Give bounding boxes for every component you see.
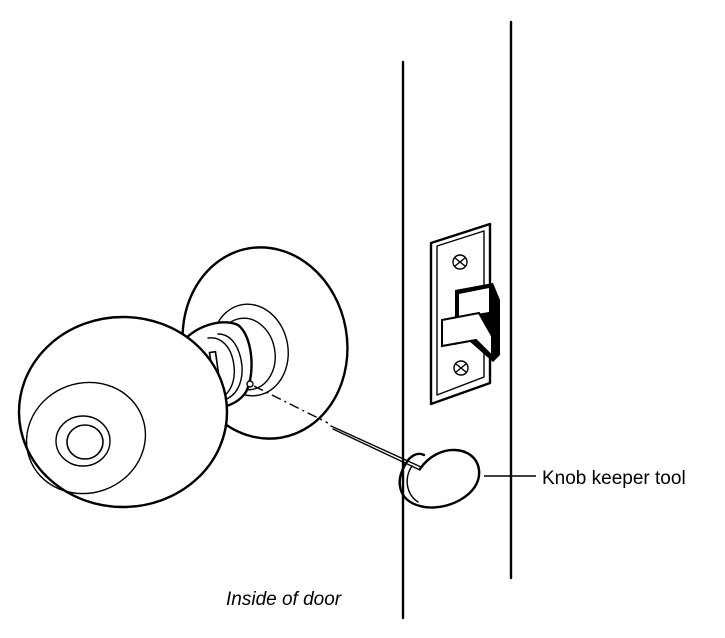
door-knob <box>17 246 349 509</box>
inside-of-door-label: Inside of door <box>226 589 342 610</box>
knob-keeper-tool-label: Knob keeper tool <box>542 468 686 489</box>
door-edge <box>401 20 513 620</box>
latch-bolt <box>441 283 500 362</box>
top-screw-icon <box>452 254 468 270</box>
latch-faceplate <box>429 222 500 406</box>
knob-keeper-tool <box>330 425 481 509</box>
alignment-line <box>253 385 329 424</box>
bottom-screw-icon <box>453 360 469 376</box>
